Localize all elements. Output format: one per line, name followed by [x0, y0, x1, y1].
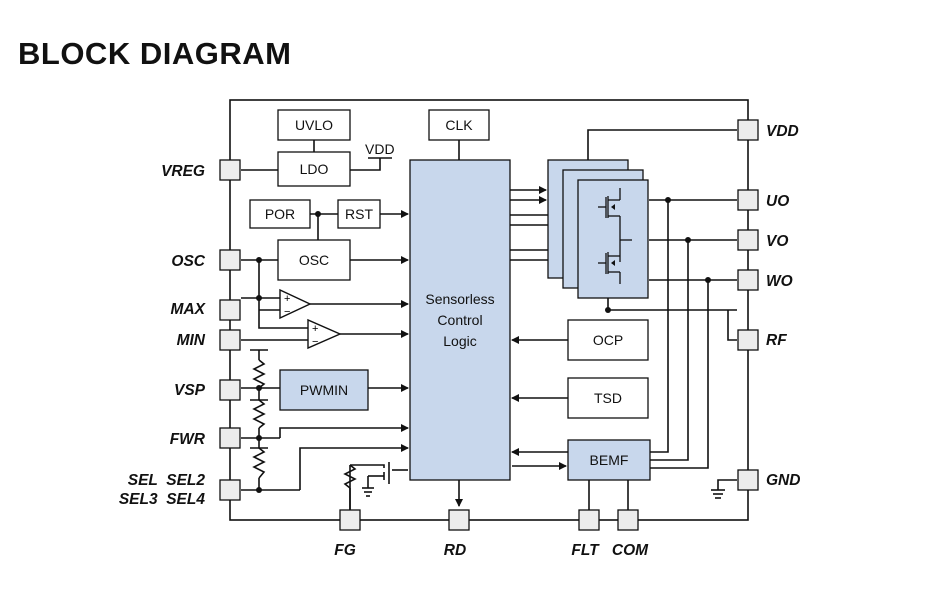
pin-label-flt: FLT — [571, 542, 600, 559]
pin-label-rf: RF — [766, 332, 787, 349]
pad-flt — [578, 509, 600, 531]
logic-line-2: Control — [437, 312, 482, 328]
pad-rd — [448, 509, 470, 531]
clk-label: CLK — [445, 117, 473, 133]
rst-block: RST — [337, 199, 381, 229]
pin-label-vdd: VDD — [766, 123, 799, 140]
driver-stack — [547, 159, 649, 299]
pin-label-com: COM — [612, 542, 649, 559]
pad-vreg — [219, 159, 241, 181]
pad-fg — [339, 509, 361, 531]
pwmin-label: PWMIN — [300, 382, 348, 398]
osc-block: OSC — [277, 239, 351, 281]
svg-text:+: + — [284, 293, 290, 305]
pad-uo — [737, 189, 759, 211]
bottom-pin-labels: FG RD FLT COM — [334, 542, 649, 559]
pad-rf — [737, 329, 759, 351]
svg-text:−: − — [312, 336, 318, 348]
logic-line-1: Sensorless — [425, 291, 494, 307]
pin-label-rd: RD — [444, 542, 466, 559]
uvlo-label: UVLO — [295, 117, 333, 133]
ocp-block: OCP — [567, 319, 649, 361]
pad-min — [219, 329, 241, 351]
pad-sel — [219, 479, 241, 501]
pad-vo — [737, 229, 759, 251]
por-label: POR — [265, 206, 295, 222]
pad-com — [617, 509, 639, 531]
pin-label-gnd: GND — [766, 472, 800, 489]
uvlo-block: UVLO — [277, 109, 351, 141]
logic-line-3: Logic — [443, 333, 476, 349]
pad-max — [219, 299, 241, 321]
pin-label-max: MAX — [171, 301, 207, 318]
comparator-min: + − — [307, 318, 342, 350]
pin-label-vsp: VSP — [174, 382, 206, 399]
tsd-block: TSD — [567, 377, 649, 419]
pin-label-vo: VO — [766, 233, 788, 250]
comparator-max: + − — [279, 288, 312, 320]
pin-label-fwr: FWR — [170, 431, 206, 448]
pad-vsp — [219, 379, 241, 401]
pin-label-sel-b: SEL3 SEL4 — [119, 491, 206, 508]
ocp-label: OCP — [593, 332, 623, 348]
left-pin-labels: VREG OSC MAX MIN VSP FWR SEL SEL2 SEL3 S… — [119, 163, 207, 508]
rst-label: RST — [345, 206, 373, 222]
por-block: POR — [249, 199, 311, 229]
pad-gnd — [737, 469, 759, 491]
tsd-label: TSD — [594, 390, 622, 406]
pin-label-osc: OSC — [171, 253, 205, 270]
pad-wo — [737, 269, 759, 291]
svg-text:−: − — [284, 306, 290, 318]
vdd-rail-label: VDD — [365, 141, 395, 157]
right-pin-labels: VDD UO VO WO RF GND — [766, 123, 800, 489]
pin-label-min: MIN — [177, 332, 206, 349]
pad-vdd — [737, 119, 759, 141]
bemf-label: BEMF — [590, 452, 629, 468]
svg-text:+: + — [312, 323, 318, 335]
clk-block: CLK — [428, 109, 490, 141]
ldo-block: LDO — [277, 151, 351, 187]
diagram-title: BLOCK DIAGRAM — [18, 36, 292, 71]
pin-label-sel-a: SEL SEL2 — [128, 472, 206, 489]
pad-osc — [219, 249, 241, 271]
bemf-block: BEMF — [567, 439, 651, 481]
pin-label-fg: FG — [334, 542, 356, 559]
osc-block-label: OSC — [299, 252, 329, 268]
control-logic-block: Sensorless Control Logic — [409, 159, 511, 481]
pwmin-block: PWMIN — [279, 369, 369, 411]
pads — [219, 119, 759, 531]
ldo-label: LDO — [300, 161, 329, 177]
pin-label-vreg: VREG — [161, 163, 205, 180]
pin-label-uo: UO — [766, 193, 789, 210]
pad-fwr — [219, 427, 241, 449]
pin-label-wo: WO — [766, 273, 793, 290]
